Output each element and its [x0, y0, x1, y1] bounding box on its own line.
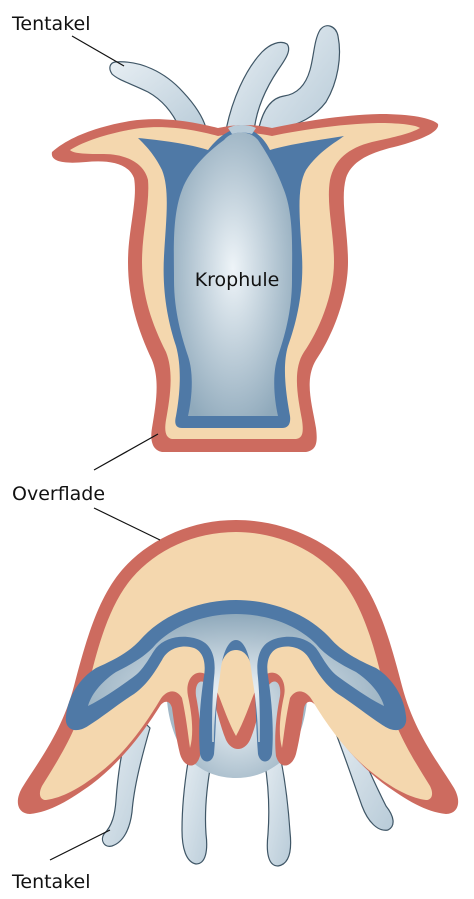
label-tentacle-top: Tentakel	[11, 13, 91, 35]
medusa-figure	[18, 520, 458, 866]
leader-surface-polyp	[94, 434, 158, 470]
leader-surface-medusa	[94, 508, 160, 540]
polyp-tentacles	[110, 26, 340, 134]
leader-tentacle-bottom	[50, 830, 110, 860]
label-surface: Overflade	[12, 483, 105, 505]
polyp-figure	[52, 26, 438, 452]
label-tentacle-bottom: Tentakel	[11, 871, 91, 893]
leader-tentacle-top	[72, 36, 124, 66]
label-gut: Krophule	[195, 269, 280, 291]
